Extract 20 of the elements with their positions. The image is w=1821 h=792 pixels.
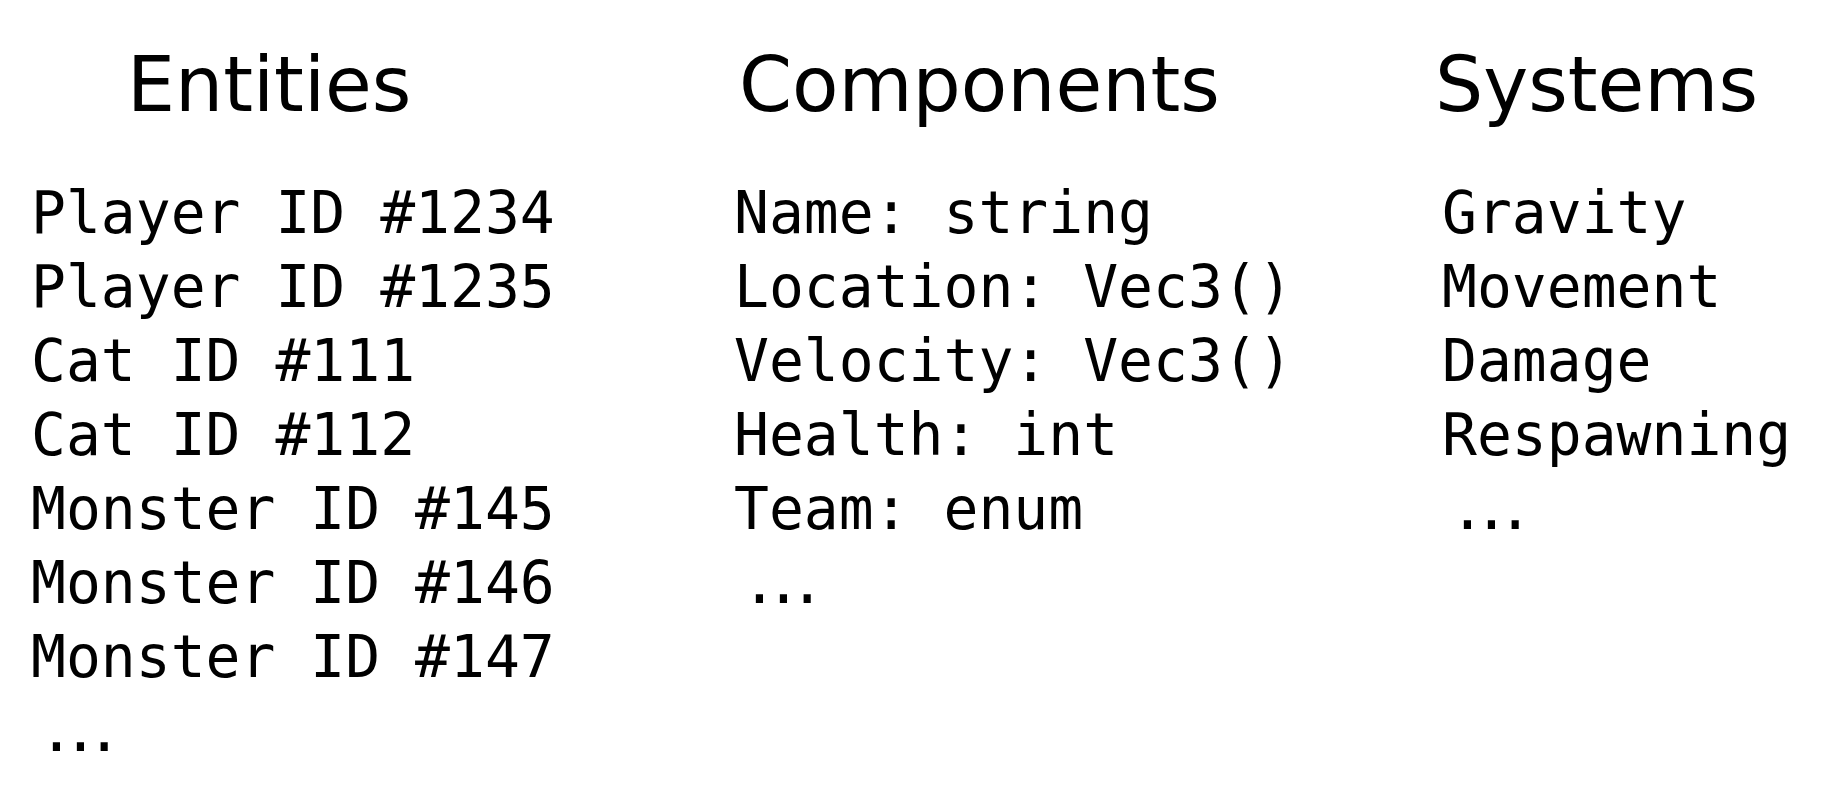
list-item: Health: int (734, 400, 1119, 471)
list-item: Respawning (1442, 400, 1792, 471)
list-item: Velocity: Vec3() (734, 326, 1293, 397)
list-item: Gravity (1442, 178, 1687, 249)
list-item: Player ID #1235 (31, 252, 555, 323)
list-item: Monster ID #147 (31, 622, 555, 693)
list-item: Player ID #1234 (31, 178, 555, 249)
ellipsis: ... (1450, 474, 1522, 545)
column-heading: Entities (127, 47, 412, 123)
list-item: Monster ID #145 (31, 474, 555, 545)
list-item: Damage (1442, 326, 1652, 397)
list-item: Monster ID #146 (31, 548, 555, 619)
list-item: Cat ID #112 (31, 400, 416, 471)
list-item: Name: string (734, 178, 1154, 249)
ellipsis: ... (742, 548, 814, 619)
ellipsis: ... (39, 696, 111, 767)
list-item: Cat ID #111 (31, 326, 416, 397)
list-item: Movement (1442, 252, 1722, 323)
list-item: Team: enum (734, 474, 1084, 545)
list-item: Location: Vec3() (734, 252, 1293, 323)
